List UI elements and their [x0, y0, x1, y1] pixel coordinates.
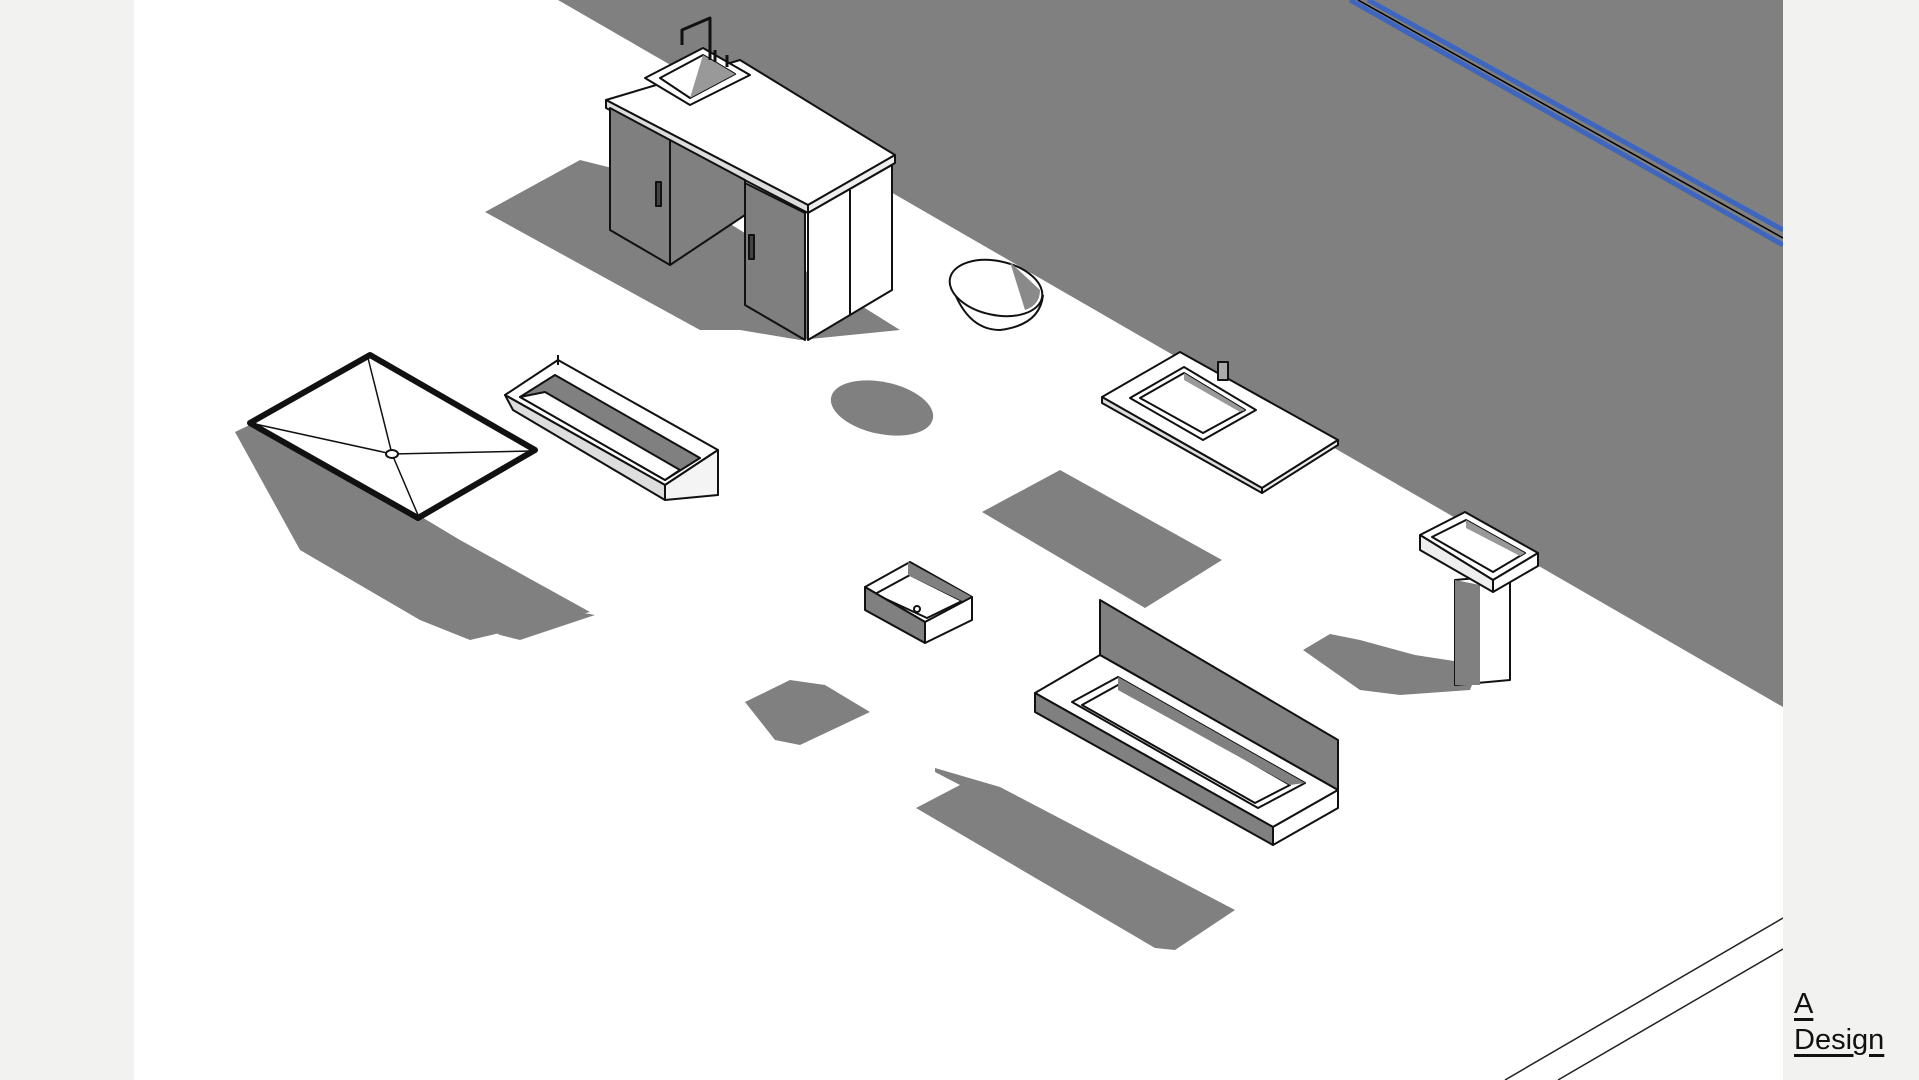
wall-trough-sink	[504, 355, 719, 501]
trough-sink-with-backsplash	[1034, 599, 1339, 846]
grid-lines	[1348, 0, 1783, 248]
pedestal-basin	[1419, 511, 1539, 686]
logo-line-2: Design	[1794, 1024, 1885, 1056]
floor-edge-lines	[1504, 917, 1783, 1080]
isometric-scene	[235, 0, 1783, 1080]
countertop-vanity-sink	[1101, 351, 1339, 494]
cabinet-sink-unit	[605, 16, 896, 341]
shower-tray	[247, 352, 538, 521]
logo-line-1: A	[1794, 988, 1814, 1020]
vessel-bowl-sink	[948, 258, 1044, 332]
brand-logo: A Design	[1794, 986, 1884, 1058]
rectangular-vessel-basin	[864, 561, 973, 644]
model-viewport[interactable]	[134, 0, 1783, 1080]
